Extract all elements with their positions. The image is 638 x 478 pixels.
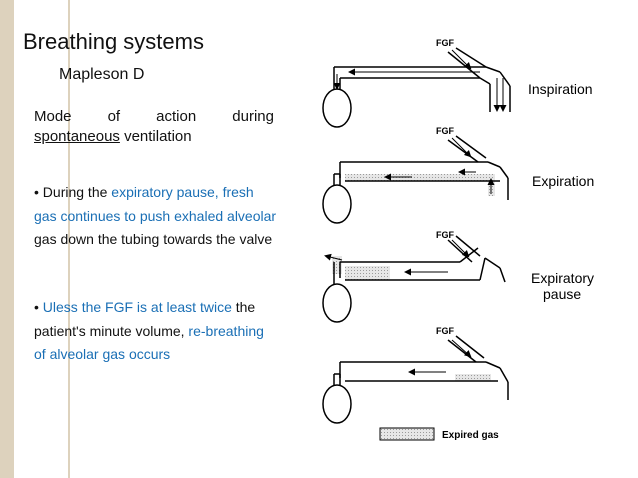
text-run: gas down the tubing towards the valve: [34, 231, 273, 247]
legend-swatch: [379, 427, 435, 441]
text-run: During the: [38, 184, 112, 200]
text-run-blue: Uless the FGF is at least twice: [42, 299, 232, 315]
text-run-blue: expiratory pause,: [111, 184, 219, 200]
panel-inspiration: FGF Inspiration: [322, 38, 593, 128]
mapleson-d-diagram: FGF Inspiration FGF: [322, 38, 594, 441]
bullet-glyph: •: [34, 184, 39, 200]
panel-expiration: FGF Expiration: [322, 126, 594, 224]
mode-word: action: [156, 108, 197, 125]
bullet-glyph: •: [34, 299, 39, 315]
legend: Expired gas: [379, 427, 499, 441]
phase-label: Inspiration: [528, 81, 593, 97]
mode-word: Mode: [34, 108, 72, 125]
mode-heading-line2: spontaneous ventilation: [34, 128, 192, 145]
legend-label: Expired gas: [442, 430, 499, 441]
bullet-paragraph-1: • During the expiratory pause, fresh gas…: [34, 181, 279, 252]
left-decor-rule: [68, 0, 70, 478]
ventilation-word: ventilation: [119, 128, 192, 145]
mode-heading-line1: Mode of action during: [34, 108, 274, 125]
text-run-blue: fresh gas continues to push exhaled alve…: [34, 184, 277, 224]
slide-subtitle: Mapleson D: [59, 66, 145, 83]
mode-word: during: [232, 108, 274, 125]
fgf-label: FGF: [436, 126, 454, 136]
bullet-paragraph-2: • Uless the FGF is at least twice the pa…: [34, 296, 279, 367]
spontaneous-word: spontaneous: [34, 128, 120, 145]
text-run-blue: re-breathing of alveolar gas occurs: [34, 322, 264, 363]
slide-title: Breathing systems: [23, 29, 204, 54]
fgf-label: FGF: [436, 230, 454, 240]
mode-word: of: [107, 108, 121, 125]
fgf-label: FGF: [436, 38, 454, 48]
panel-fourth: FGF: [322, 326, 509, 424]
text-run: the patient's minute volume,: [34, 299, 256, 339]
fgf-label: FGF: [436, 326, 454, 336]
phase-label: Expiration: [532, 173, 594, 189]
left-decor-bar: [0, 0, 14, 478]
